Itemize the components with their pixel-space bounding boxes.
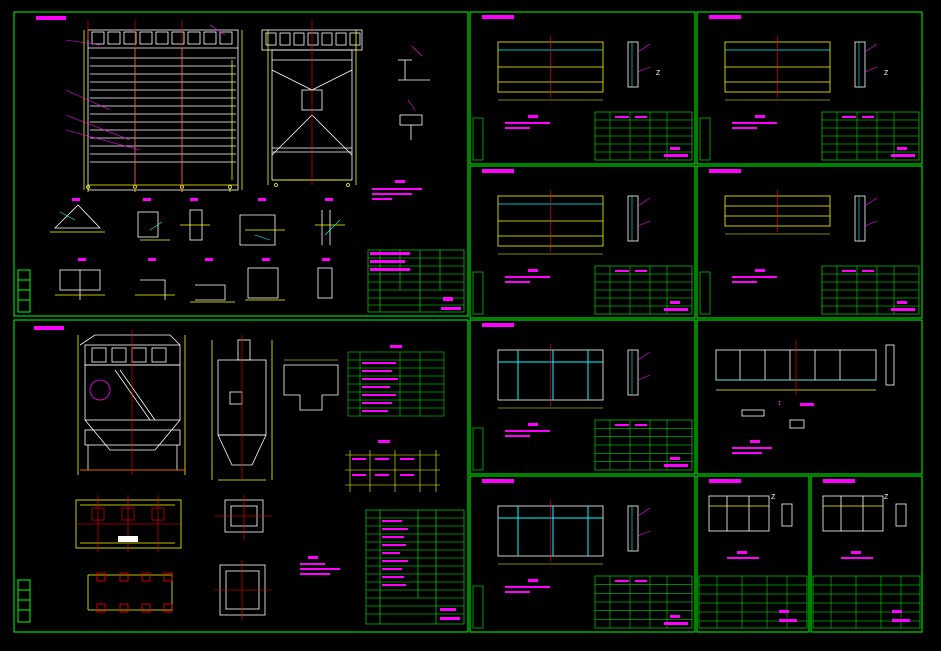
panel-sheet-3 [472, 169, 693, 315]
sheet-2-title-block [365, 509, 465, 625]
sheet-title-tag [482, 169, 514, 173]
panel-sheet-8 [812, 479, 921, 629]
panel-sheet-4 [699, 169, 920, 315]
sheet-title-tag [823, 479, 855, 483]
panel-sheet-6 [472, 479, 693, 629]
plan-view-lower [87, 574, 173, 611]
small-sheets-group [472, 15, 921, 629]
detail-row-2 [59, 267, 333, 301]
sheet-title-tag [709, 15, 741, 19]
sheet-1-title-block [367, 249, 465, 313]
sheet-title-tag [482, 323, 514, 327]
filter-front-view [79, 334, 181, 470]
sheet-title-tag [709, 479, 741, 483]
sheet-wide-panel: I [715, 340, 895, 454]
z-marker-1: Z [656, 70, 661, 77]
z-marker-4: Z [884, 494, 889, 501]
section-label: I [778, 401, 781, 407]
sheet-title-tag [482, 479, 514, 483]
front-elevation [87, 29, 239, 191]
sheet-2-notes [300, 556, 340, 575]
panel-sheet-5 [472, 323, 693, 471]
panel-sheet-7 [698, 479, 808, 629]
z-marker-3: Z [771, 494, 776, 501]
outer-frame [13, 11, 923, 633]
panel-sheet-2 [699, 15, 920, 161]
sheet-title-tag [709, 169, 741, 173]
sheet-1 [17, 16, 465, 313]
component-list-table [347, 351, 445, 417]
sheet-1-notes [372, 180, 422, 200]
anchor-bolt-grid [345, 450, 440, 492]
sheet-1-title-tag [36, 16, 66, 20]
z-marker-2: Z [884, 70, 889, 77]
sheet-title-tag [482, 15, 514, 19]
panel-sheet-1 [472, 15, 693, 161]
sheet-2 [17, 326, 465, 625]
z-markers: Z Z Z Z [656, 70, 889, 501]
